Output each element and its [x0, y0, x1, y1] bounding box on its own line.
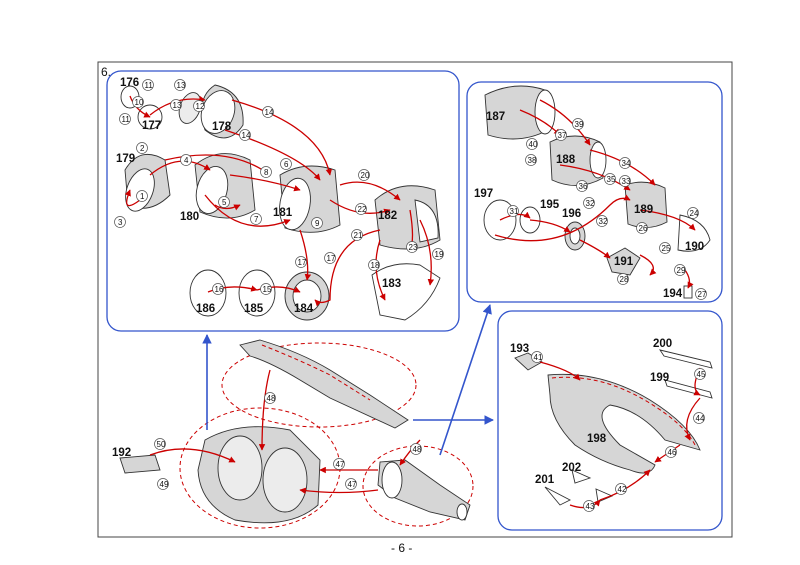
svg-text:31: 31 [510, 207, 519, 216]
svg-text:189: 189 [634, 204, 653, 216]
svg-text:16: 16 [215, 285, 224, 294]
svg-text:178: 178 [212, 121, 232, 133]
svg-text:13: 13 [177, 81, 186, 90]
svg-text:7: 7 [254, 215, 259, 224]
svg-text:6: 6 [284, 160, 289, 169]
svg-text:36: 36 [579, 182, 588, 191]
panel3-tab-numbers: 41 45 44 46 42 43 [531, 351, 706, 512]
svg-text:199: 199 [650, 372, 669, 384]
svg-text:185: 185 [244, 303, 264, 315]
svg-text:17: 17 [298, 258, 307, 267]
assembly-tab-numbers: 48 47 47 48 50 49 [154, 392, 422, 490]
svg-text:20: 20 [361, 171, 370, 180]
svg-text:27: 27 [698, 290, 707, 299]
svg-text:200: 200 [653, 338, 672, 350]
svg-text:194: 194 [663, 288, 683, 300]
svg-text:186: 186 [196, 303, 215, 315]
svg-text:21: 21 [354, 231, 363, 240]
svg-text:19: 19 [435, 250, 444, 259]
svg-text:26: 26 [639, 224, 648, 233]
panel-wing-assembly: 41 45 44 46 42 43 193 198 199 200 201 20… [497, 310, 723, 531]
svg-text:44: 44 [696, 414, 705, 423]
svg-text:13: 13 [173, 101, 182, 110]
panel3-part-numbers: 193 198 199 200 201 202 [510, 338, 672, 486]
svg-text:15: 15 [263, 285, 272, 294]
svg-text:34: 34 [622, 159, 631, 168]
svg-text:46: 46 [668, 448, 677, 457]
svg-text:29: 29 [677, 266, 686, 275]
svg-text:202: 202 [562, 462, 581, 474]
svg-text:32: 32 [599, 217, 608, 226]
svg-text:179: 179 [116, 153, 135, 165]
svg-text:4: 4 [184, 156, 189, 165]
svg-text:3: 3 [118, 218, 123, 227]
svg-text:10: 10 [135, 98, 144, 107]
svg-text:37: 37 [558, 131, 567, 140]
svg-text:2: 2 [140, 144, 145, 153]
flow-arrows [202, 304, 494, 456]
svg-text:11: 11 [145, 81, 154, 90]
svg-text:198: 198 [587, 433, 607, 445]
svg-text:45: 45 [697, 370, 706, 379]
panel1-part-numbers: 176 177 178 179 180 181 182 183 184 185 … [116, 77, 401, 315]
svg-text:33: 33 [622, 177, 631, 186]
svg-text:38: 38 [528, 156, 537, 165]
svg-text:23: 23 [409, 243, 418, 252]
svg-text:188: 188 [556, 154, 576, 166]
svg-text:47: 47 [348, 480, 357, 489]
svg-text:9: 9 [315, 219, 320, 228]
svg-text:180: 180 [180, 211, 199, 223]
svg-text:183: 183 [382, 278, 401, 290]
panel1-tab-numbers: 11 10 13 13 12 11 14 14 2 4 6 8 1 3 5 7 … [114, 79, 444, 295]
svg-text:190: 190 [685, 241, 704, 253]
step-label: 6. [101, 65, 111, 79]
panel2-part-numbers: 187 188 189 190 191 194 195 196 197 [474, 111, 704, 300]
svg-text:184: 184 [294, 303, 314, 315]
page-number: - 6 - [391, 541, 412, 555]
svg-text:1: 1 [140, 192, 145, 201]
svg-text:176: 176 [120, 77, 139, 89]
svg-text:187: 187 [486, 111, 505, 123]
svg-text:49: 49 [160, 480, 169, 489]
panel2-tab-numbers: 39 37 40 38 34 35 33 36 31 32 32 24 26 2… [507, 118, 707, 300]
svg-text:17: 17 [327, 254, 336, 263]
svg-text:181: 181 [273, 207, 293, 219]
svg-text:14: 14 [265, 108, 274, 117]
part-192-label: 192 [112, 447, 131, 459]
svg-text:35: 35 [607, 175, 616, 184]
svg-text:47: 47 [336, 460, 345, 469]
svg-text:5: 5 [222, 198, 227, 207]
svg-text:8: 8 [264, 168, 269, 177]
svg-text:48: 48 [413, 445, 422, 454]
panel-engine-rings: 11 10 13 13 12 11 14 14 2 4 6 8 1 3 5 7 … [106, 70, 460, 332]
final-assembly: 48 47 47 48 50 49 192 [112, 339, 474, 529]
svg-text:182: 182 [378, 210, 397, 222]
svg-text:18: 18 [371, 261, 380, 270]
svg-text:22: 22 [358, 205, 367, 214]
svg-text:201: 201 [535, 474, 555, 486]
svg-text:50: 50 [157, 440, 166, 449]
svg-text:32: 32 [586, 199, 595, 208]
svg-text:14: 14 [242, 131, 251, 140]
svg-text:24: 24 [690, 209, 699, 218]
svg-text:12: 12 [196, 102, 205, 111]
svg-text:25: 25 [662, 244, 671, 253]
svg-text:41: 41 [534, 353, 543, 362]
panel-engine-core: 39 37 40 38 34 35 33 36 31 32 32 24 26 2… [466, 81, 723, 303]
svg-text:39: 39 [575, 120, 584, 129]
svg-text:48: 48 [267, 394, 276, 403]
svg-text:195: 195 [540, 199, 560, 211]
svg-text:40: 40 [529, 140, 538, 149]
svg-text:196: 196 [562, 208, 581, 220]
svg-text:43: 43 [586, 502, 595, 511]
svg-text:42: 42 [618, 485, 627, 494]
svg-text:177: 177 [142, 120, 161, 132]
svg-text:197: 197 [474, 188, 493, 200]
svg-text:191: 191 [614, 256, 634, 268]
svg-text:28: 28 [620, 275, 629, 284]
page-frame [97, 61, 733, 538]
svg-text:11: 11 [122, 115, 131, 124]
svg-text:193: 193 [510, 343, 529, 355]
